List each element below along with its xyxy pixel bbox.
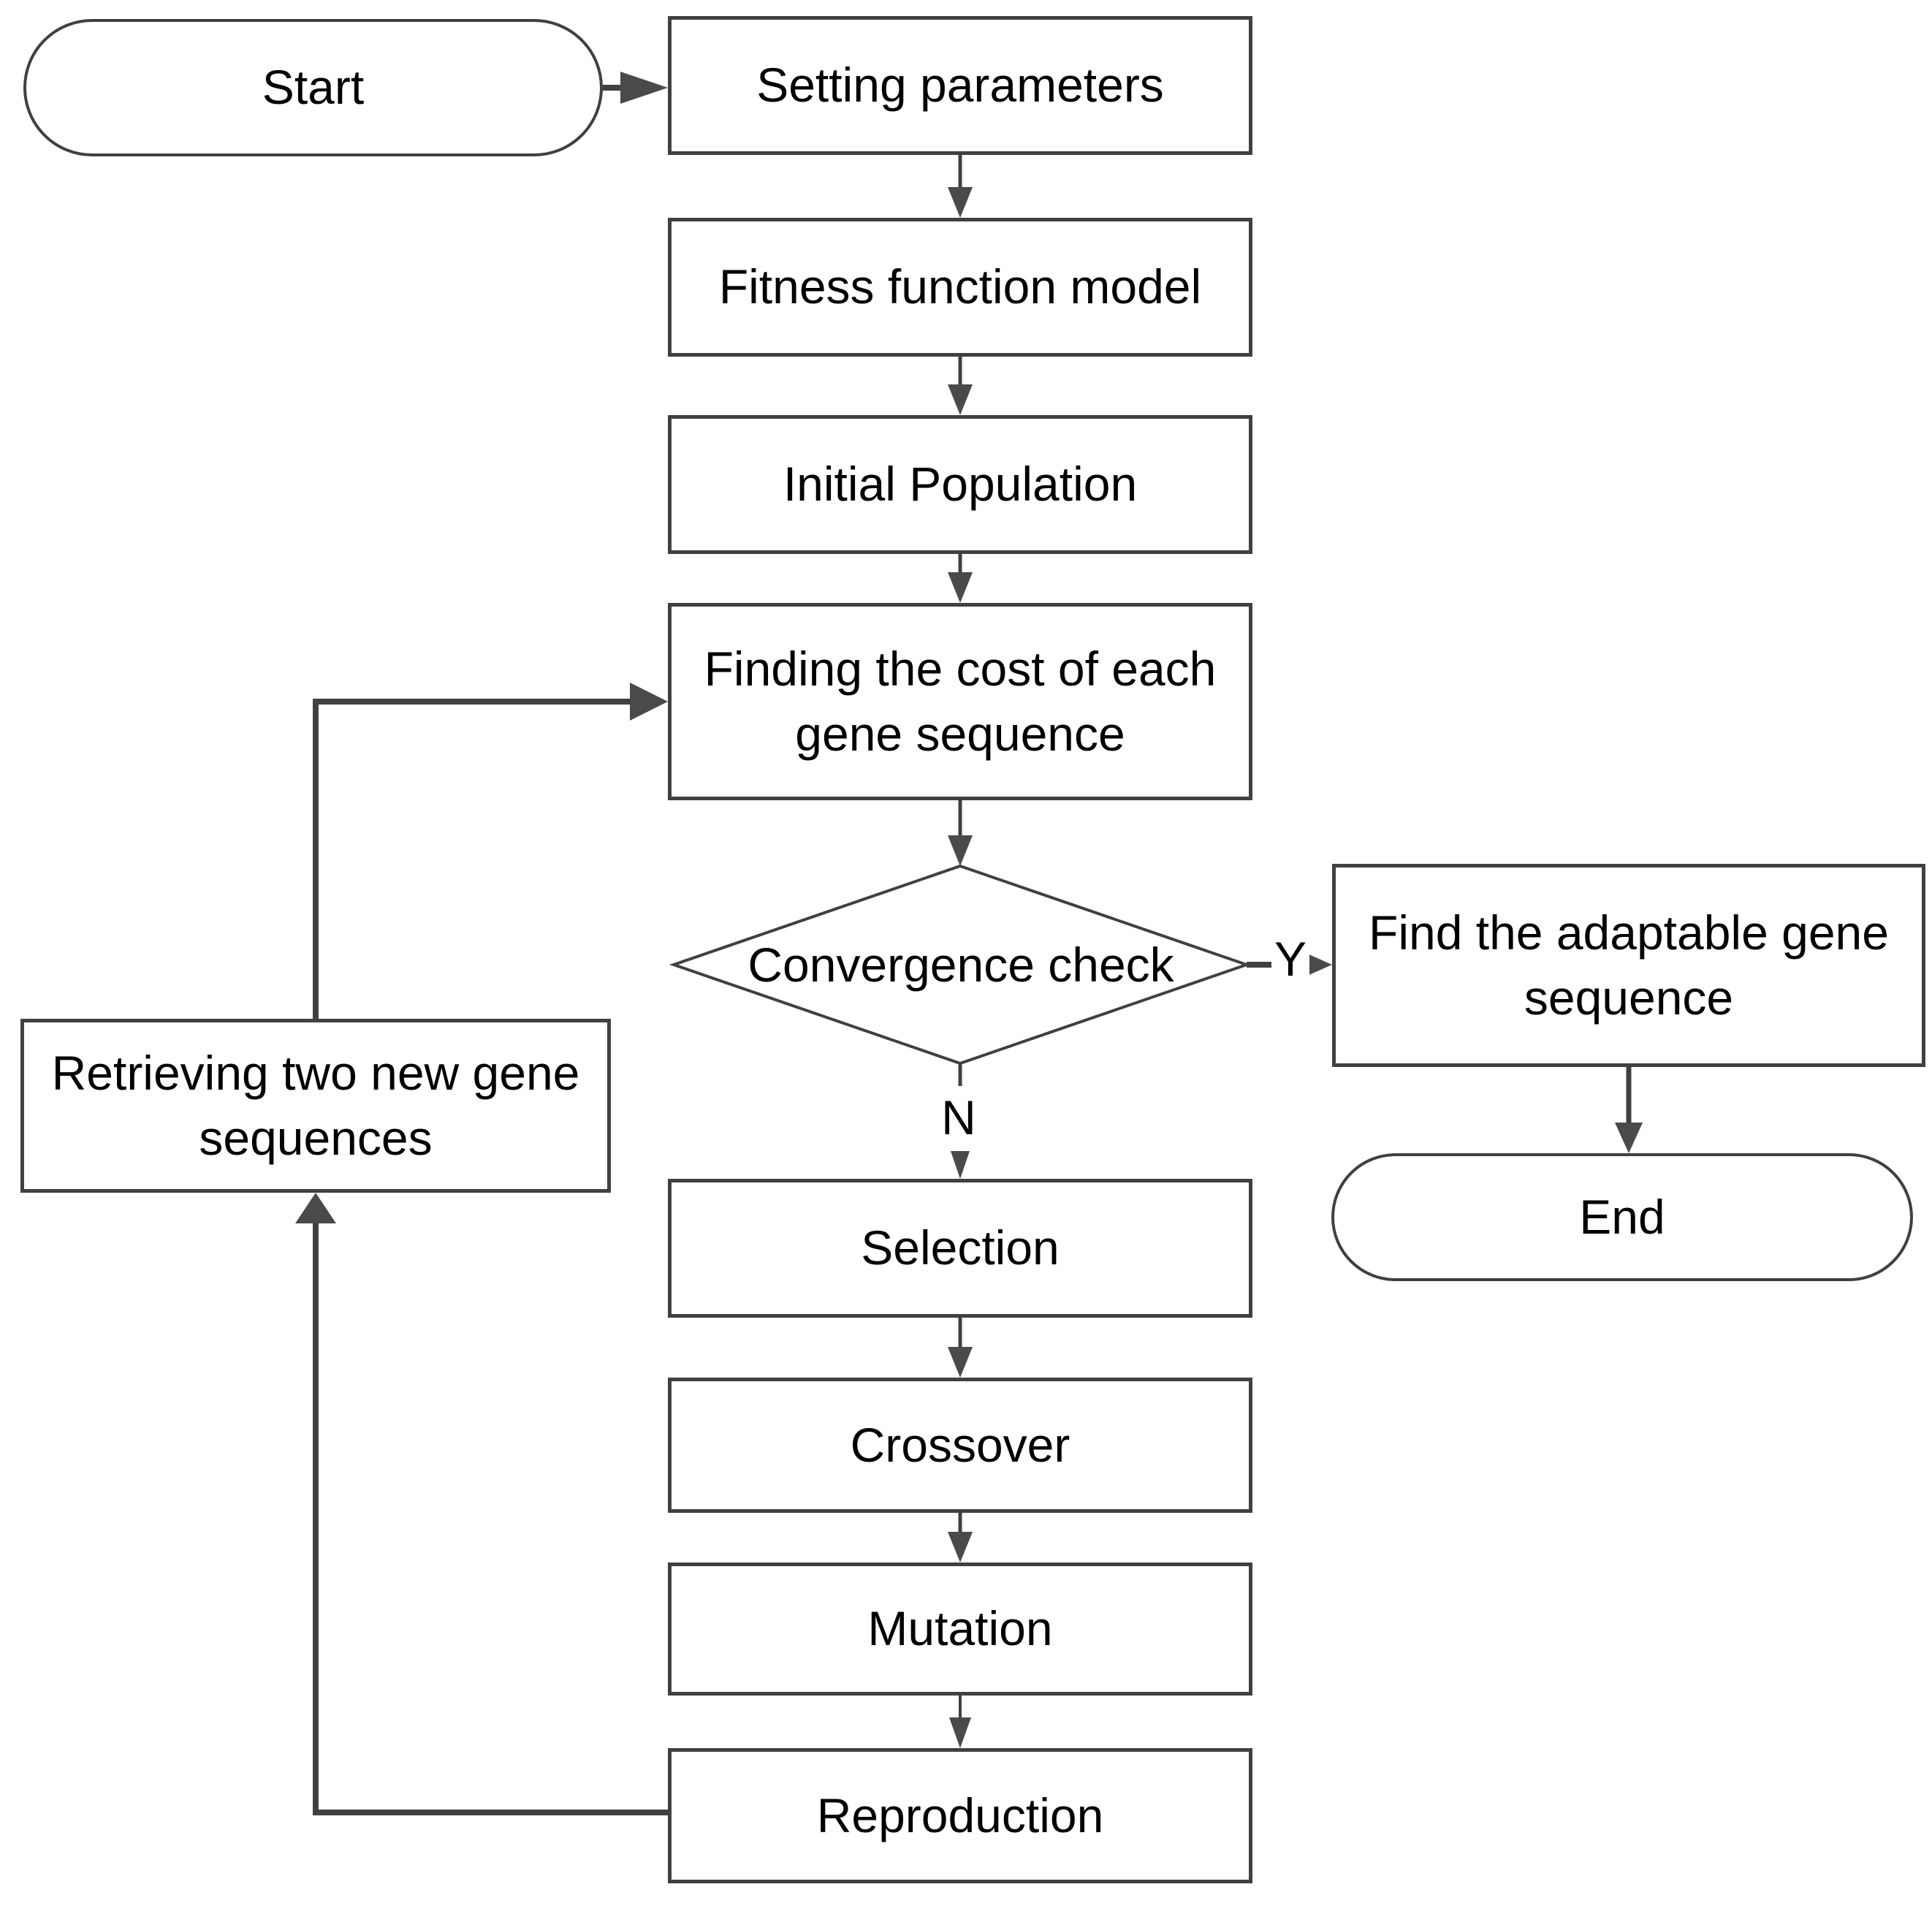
arrow-crossover-to-mutation bbox=[948, 1513, 973, 1563]
node-start: Start bbox=[23, 19, 603, 156]
arrow-setting-to-fitness bbox=[948, 155, 973, 218]
node-fitness-function-model: Fitness function model bbox=[668, 218, 1252, 357]
arrow-convergence-no-to-selection bbox=[951, 1063, 970, 1179]
node-finding-cost: Finding the cost of each gene sequence bbox=[668, 603, 1252, 800]
node-initial-population: Initial Population bbox=[668, 415, 1252, 554]
node-end-label: End bbox=[1579, 1189, 1665, 1244]
branch-label-no: N bbox=[938, 1092, 979, 1143]
node-setting-parameters: Setting parameters bbox=[668, 16, 1252, 155]
node-find-adaptable: Find the adaptable gene sequence bbox=[1332, 864, 1925, 1067]
node-setting-parameters-label: Setting parameters bbox=[756, 58, 1164, 113]
node-start-label: Start bbox=[262, 60, 365, 115]
node-crossover: Crossover bbox=[668, 1378, 1252, 1513]
arrow-retrieving-to-finding bbox=[313, 683, 668, 1019]
node-mutation-label: Mutation bbox=[867, 1601, 1053, 1656]
node-end: End bbox=[1331, 1153, 1913, 1281]
node-crossover-label: Crossover bbox=[850, 1417, 1070, 1472]
arrow-reproduction-to-retrieving bbox=[295, 1193, 668, 1815]
node-convergence-check-label-box: Convergence check bbox=[731, 914, 1191, 1016]
arrow-finding-to-convergence bbox=[948, 800, 973, 866]
arrow-selection-to-crossover bbox=[948, 1318, 973, 1378]
node-retrieving-label: Retrieving two new gene sequences bbox=[51, 1045, 580, 1165]
node-selection: Selection bbox=[668, 1179, 1252, 1318]
node-find-adaptable-label: Find the adaptable gene sequence bbox=[1369, 905, 1889, 1025]
arrow-initial-to-finding bbox=[948, 554, 973, 603]
node-mutation: Mutation bbox=[668, 1563, 1252, 1696]
node-finding-cost-label: Finding the cost of each gene sequence bbox=[704, 641, 1217, 761]
arrow-mutation-to-reproduction bbox=[949, 1696, 971, 1748]
node-initial-population-label: Initial Population bbox=[783, 457, 1138, 512]
node-selection-label: Selection bbox=[861, 1220, 1060, 1275]
node-fitness-function-model-label: Fitness function model bbox=[718, 259, 1202, 314]
node-convergence-check-label: Convergence check bbox=[748, 938, 1174, 992]
arrow-find-adaptable-to-end bbox=[1615, 1067, 1643, 1153]
arrow-start-to-setting-parameters bbox=[603, 72, 668, 104]
node-retrieving: Retrieving two new gene sequences bbox=[20, 1019, 611, 1193]
node-reproduction-label: Reproduction bbox=[816, 1788, 1104, 1842]
node-reproduction: Reproduction bbox=[668, 1748, 1252, 1883]
arrow-fitness-to-initial bbox=[948, 357, 973, 415]
branch-label-yes: Y bbox=[1271, 933, 1310, 984]
